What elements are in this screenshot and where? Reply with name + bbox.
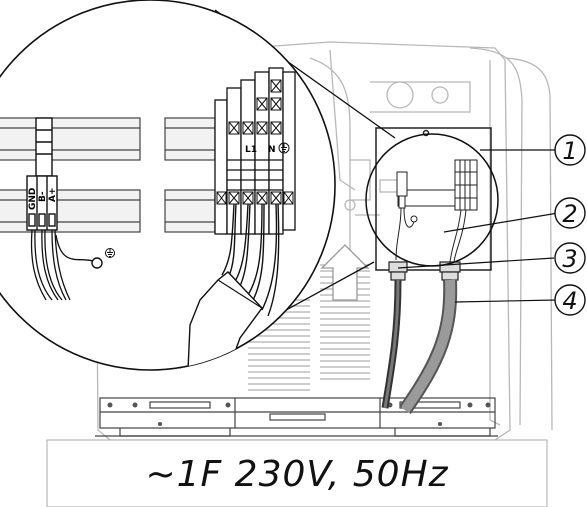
- din-rail-right: [164, 117, 216, 233]
- callout-2: 2: [562, 200, 577, 228]
- terminal-label-a-plus: A+: [48, 187, 58, 202]
- callout-2-bubble: [554, 197, 586, 229]
- terminal-label-l1: L1: [245, 145, 257, 155]
- base-plate: [95, 397, 498, 437]
- din-rail-left: [0, 117, 141, 233]
- terminal-label-gnd: GND: [28, 188, 38, 210]
- caption-box: [46, 439, 548, 507]
- box-connector: [396, 171, 408, 209]
- terminal-label-n: N: [268, 145, 276, 155]
- shield-drain-ring-icon: [91, 257, 103, 269]
- earth-ground-icon: [105, 248, 115, 258]
- modbus-wires: [30, 229, 97, 301]
- callout-4-bubble: [554, 284, 586, 316]
- callout-3: 3: [562, 245, 577, 273]
- callout-bubbles: [554, 134, 586, 316]
- terminal-screws-top: [228, 79, 282, 135]
- callout-leaders: [397, 149, 559, 303]
- box-wires: [395, 207, 467, 263]
- base-screws: [107, 402, 491, 426]
- callout-1: 1: [562, 137, 577, 165]
- power-supply-caption: ~1F 230V, 50Hz: [145, 454, 448, 495]
- callout-3-bubble: [554, 242, 586, 274]
- modbus-connector: [26, 117, 58, 231]
- terminal-earth-icon: [278, 142, 290, 154]
- callout-1-bubble: [554, 134, 586, 166]
- cable-power: [399, 279, 458, 415]
- zoom-target-circle: [365, 133, 499, 267]
- cable-glands: [388, 261, 461, 281]
- cable-sheath-end: [217, 279, 263, 309]
- terminal-screws-bottom: [216, 191, 294, 205]
- terminal-label-b-minus: B-: [38, 191, 48, 202]
- cable-communication: [381, 279, 402, 409]
- callout-4: 4: [562, 287, 577, 315]
- box-earth-terminal-icon: [410, 215, 418, 223]
- box-terminal-block: [454, 159, 478, 211]
- airflow-arrow-icon: [320, 244, 370, 301]
